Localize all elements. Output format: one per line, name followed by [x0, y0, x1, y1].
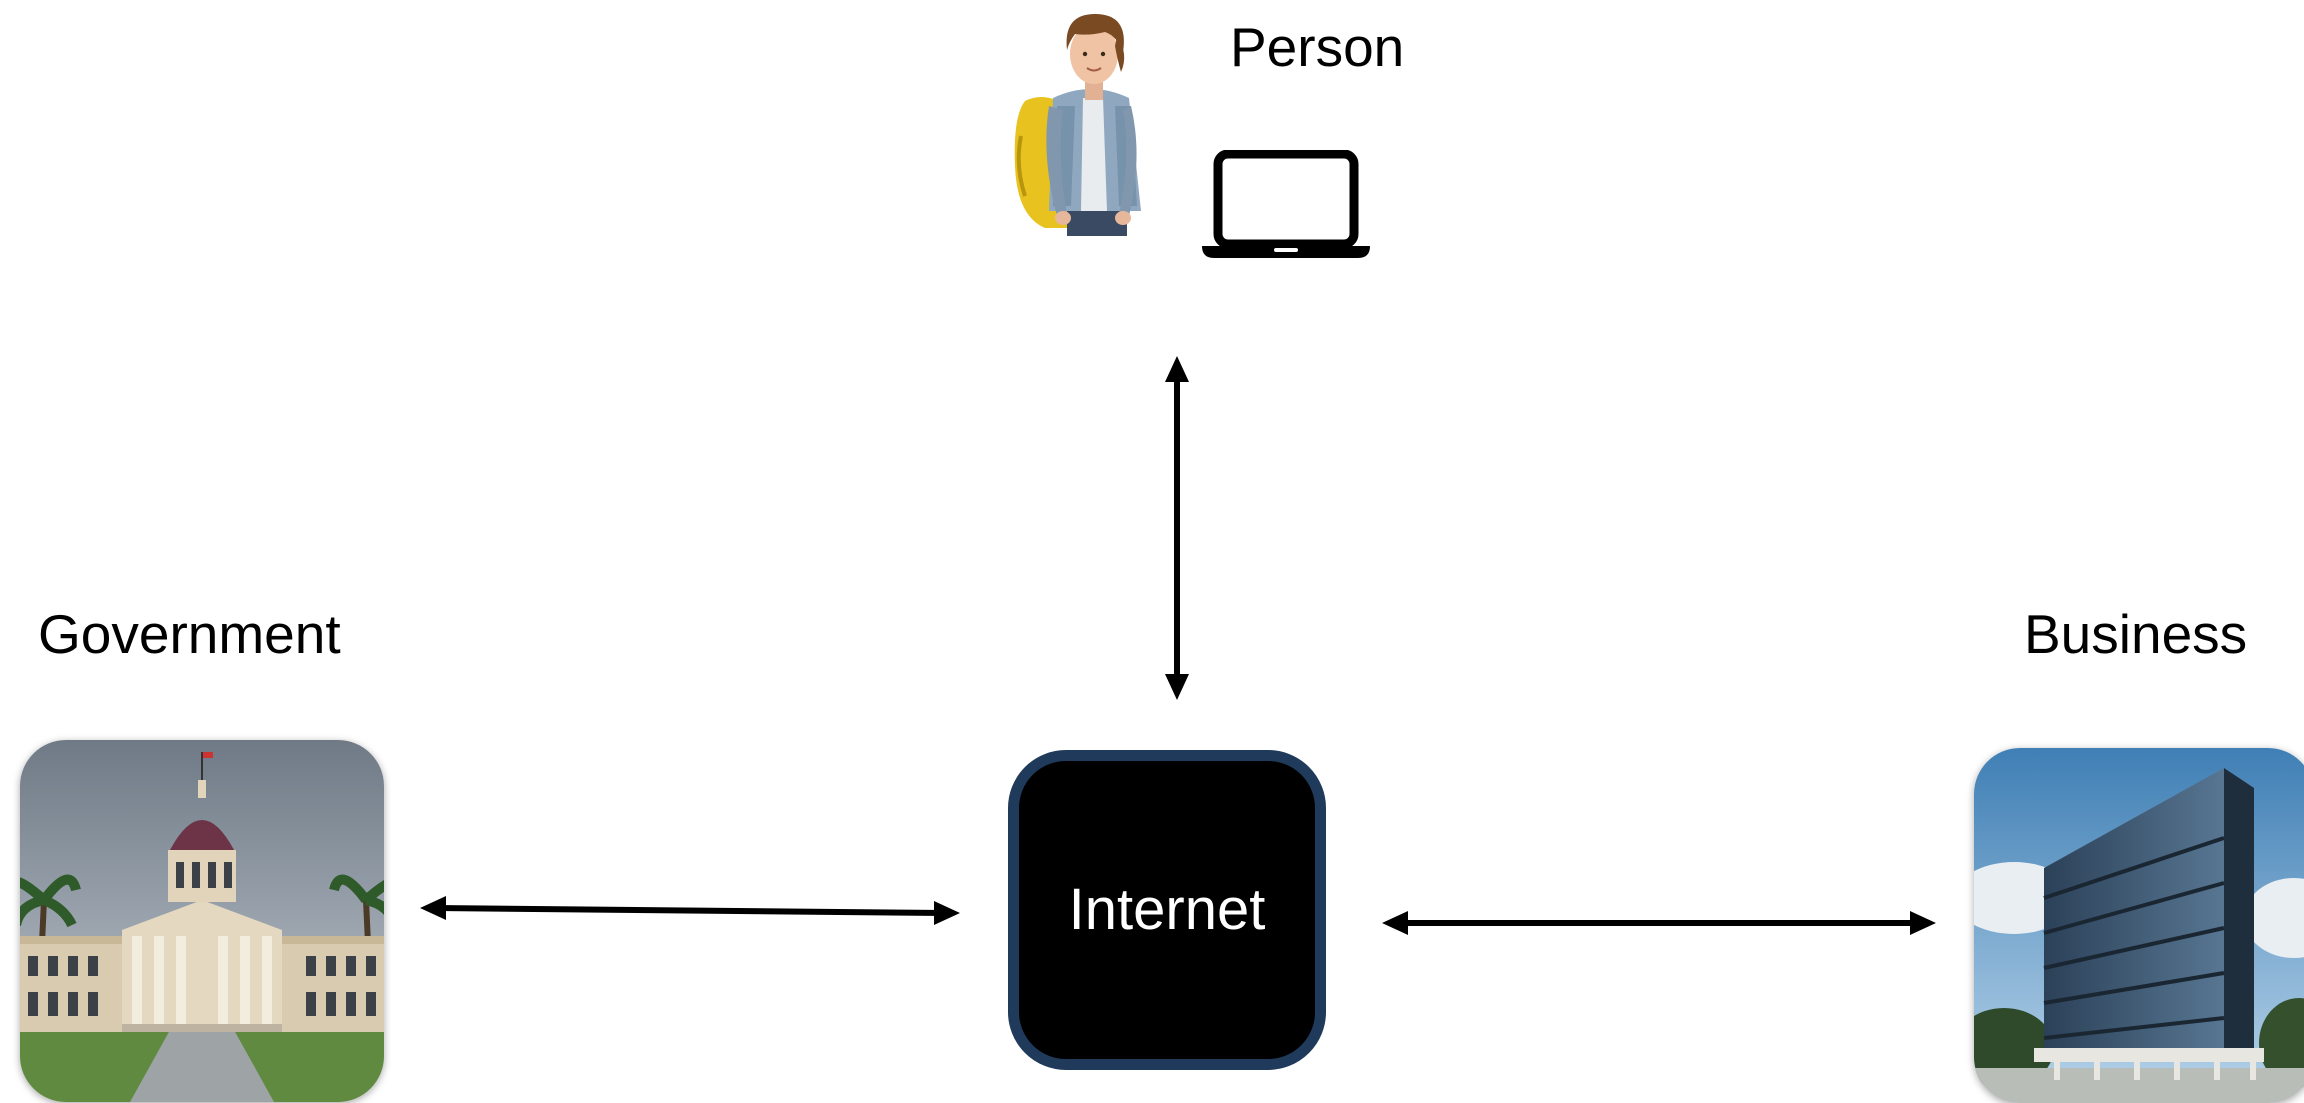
arrow-person-internet — [1165, 356, 1189, 700]
office-building-icon — [1974, 748, 2304, 1103]
government-building-icon — [20, 740, 384, 1102]
arrow-internet-business — [1382, 911, 1936, 935]
internet-node: Internet — [1008, 750, 1326, 1070]
person-with-backpack-icon — [1014, 14, 1141, 236]
business-label: Business — [2024, 603, 2248, 665]
person-label: Person — [1230, 16, 1405, 78]
arrow-government-internet — [420, 896, 960, 925]
government-label: Government — [38, 603, 341, 665]
laptop-icon — [1202, 150, 1370, 258]
internet-label: Internet — [1068, 877, 1266, 942]
